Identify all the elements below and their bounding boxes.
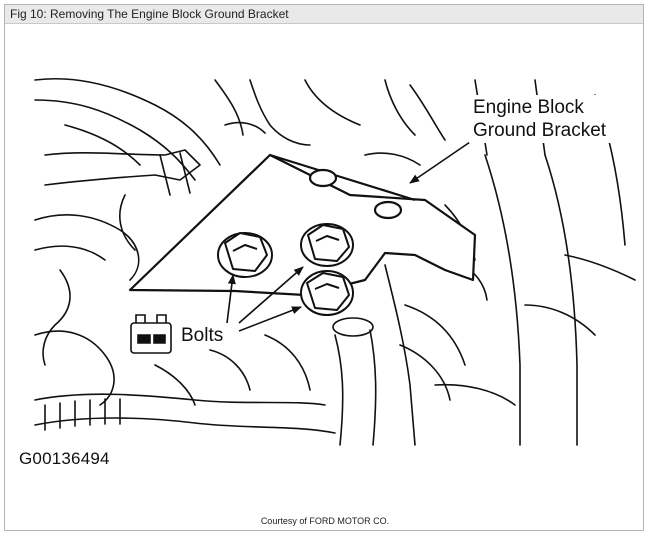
bolts-label: Bolts xyxy=(181,325,223,346)
bracket-leader xyxy=(409,139,474,184)
callout-engine-block: Engine Block xyxy=(473,97,584,118)
courtesy-credit: Courtesy of FORD MOTOR CO. xyxy=(260,516,390,526)
bolt-leader-left xyxy=(226,274,236,324)
bolt-leader-middle xyxy=(238,266,304,324)
bolts-group xyxy=(217,223,354,316)
figure-id: G00136494 xyxy=(19,449,110,468)
bracket-hole-lower xyxy=(373,200,403,220)
figure-frame: Fig 10: Removing The Engine Block Ground… xyxy=(4,4,644,531)
callout-leaders xyxy=(226,139,474,332)
connector-symbol xyxy=(130,314,172,354)
figure-title: Fig 10: Removing The Engine Block Ground… xyxy=(10,7,289,21)
title-bar: Fig 10: Removing The Engine Block Ground… xyxy=(5,5,643,24)
bolt-leader-right xyxy=(238,306,302,332)
bolt-upper-right xyxy=(300,223,354,267)
bolt-left xyxy=(217,232,273,278)
ground-bracket xyxy=(128,153,477,297)
bolt-lower-right xyxy=(300,270,354,316)
engine-background-lines xyxy=(34,77,636,446)
engine-illustration: Engine Block Ground Bracket Bolts xyxy=(34,77,636,446)
bracket-hole-upper xyxy=(308,168,338,188)
callout-ground-bracket: Ground Bracket xyxy=(473,120,607,141)
